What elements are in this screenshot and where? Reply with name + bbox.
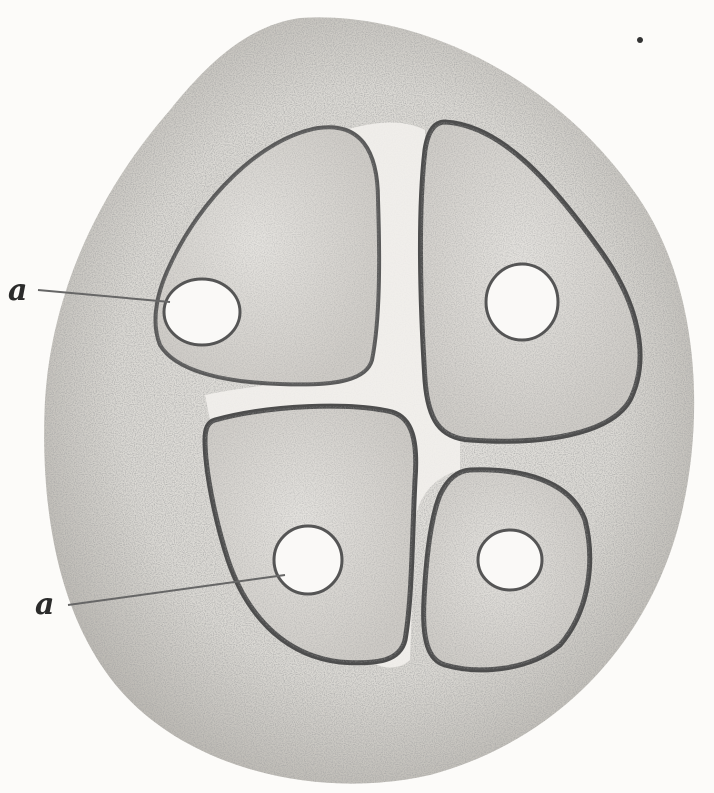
label-a-upper: a	[8, 273, 27, 308]
nucleus-lower-right	[478, 530, 542, 590]
nucleus-lower-left	[274, 526, 342, 594]
nucleus-upper-right	[486, 264, 558, 340]
nucleus-upper-left	[164, 279, 240, 345]
label-a-lower: a	[35, 587, 54, 622]
speck	[637, 37, 643, 43]
cell-lower-right	[424, 470, 590, 670]
